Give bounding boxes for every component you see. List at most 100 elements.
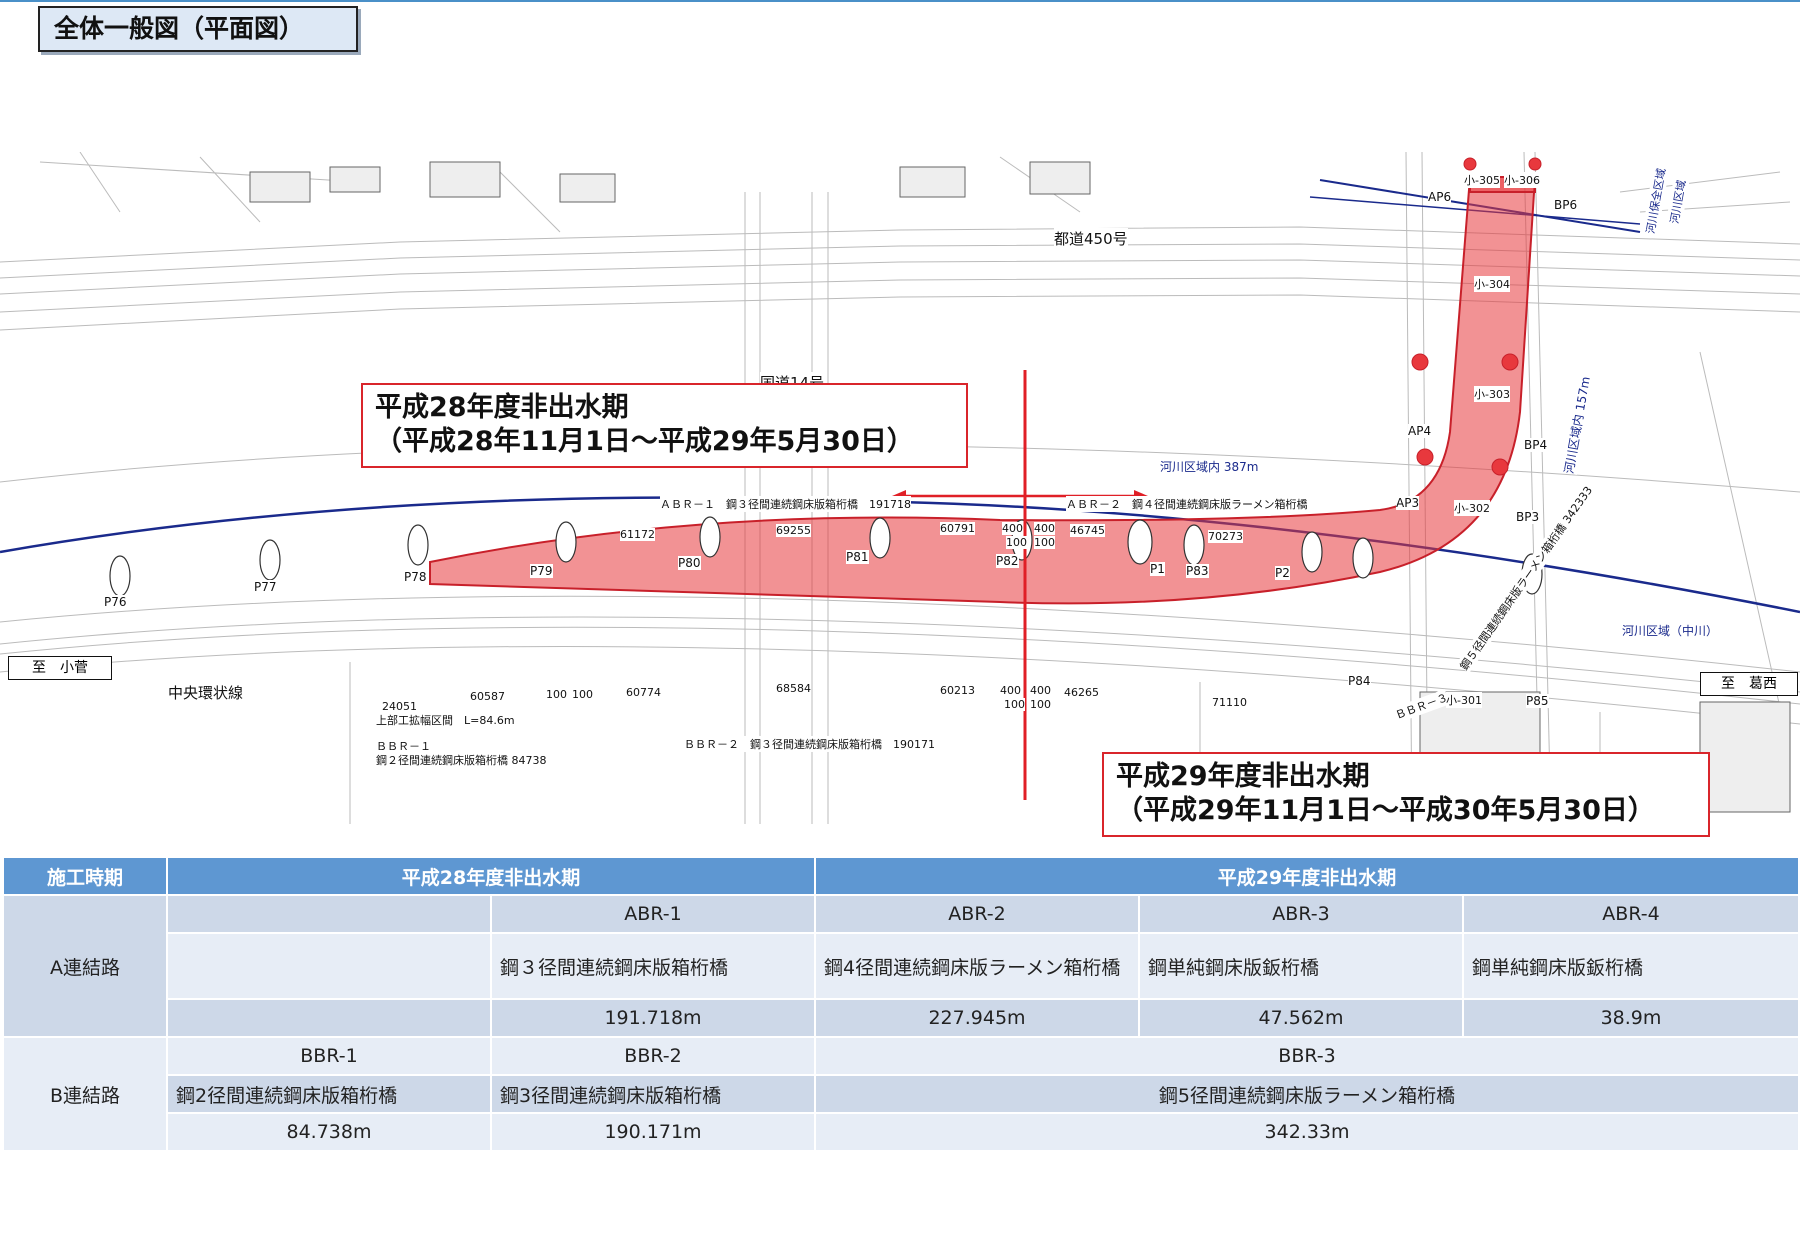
metro-450-label: 都道450号	[1054, 228, 1128, 249]
river-area-387-label: 河川区域内 387m	[1160, 458, 1259, 475]
pier-label: P85	[1526, 694, 1549, 708]
a-route-label: A連結路	[2, 894, 168, 1038]
pier-label: P83	[1186, 564, 1209, 578]
table-cell: 227.945m	[814, 998, 1141, 1038]
widen-label: 上部工拡幅区間 L=84.6m	[376, 712, 515, 728]
central-loop-label: 中央環状線	[168, 682, 244, 703]
dimension-label: 60791	[940, 522, 975, 535]
dimension-label: 100	[1034, 536, 1055, 549]
pier-label: 小-305	[1464, 172, 1500, 188]
abr2-label: ＡＢＲ－２ 鋼４径間連続鋼床版ラーメン箱桁橋	[1066, 496, 1308, 512]
table-cell: ABR-4	[1462, 894, 1800, 934]
dimension-label: 400	[1000, 684, 1021, 697]
pier-label: P84	[1348, 674, 1371, 688]
dimension-label: 61172	[620, 528, 655, 541]
dimension-label: 46745	[1070, 524, 1105, 537]
pier-label: 小-303	[1474, 386, 1510, 402]
bbr2-label: ＢＢＲ－２ 鋼３径間連続鋼床版箱桁橋 190171	[684, 736, 935, 752]
b-route-label: B連結路	[2, 1036, 168, 1152]
table-cell: 38.9m	[1462, 998, 1800, 1038]
dimension-label: 60213	[940, 684, 975, 697]
pier-label: P1	[1150, 562, 1165, 576]
pier-label: P79	[530, 564, 553, 578]
table-row: 鋼３径間連続鋼床版箱桁橋 鋼4径間連続鋼床版ラーメン箱桁橋 鋼単純鋼床版鈑桁橋 …	[3, 932, 1800, 1000]
callout-phase-2016: 平成28年度非出水期 （平成28年11月1日～平成29年5月30日）	[361, 383, 968, 468]
table-header-row: 施工時期 平成28年度非出水期 平成29年度非出水期	[2, 856, 1800, 896]
page-title: 全体一般図（平面図）	[38, 6, 358, 52]
table-cell: 鋼2径間連続鋼床版箱桁橋	[166, 1074, 492, 1114]
pier-label: BP6	[1554, 198, 1578, 212]
table-cell: 鋼4径間連続鋼床版ラーメン箱桁橋	[814, 932, 1141, 1000]
pier-red-marks	[1411, 157, 1542, 476]
pier-label: P80	[678, 556, 701, 570]
table-cell: 鋼３径間連続鋼床版箱桁橋	[489, 932, 817, 1000]
dimension-label: 46265	[1064, 686, 1099, 699]
pier-label: 小-301	[1446, 692, 1482, 708]
dimension-label: 68584	[776, 682, 811, 695]
pier-label: P82	[996, 554, 1019, 568]
plan-drawing-svg	[0, 151, 1800, 825]
top-rule	[0, 0, 1800, 2]
bbr1-desc-label: 鋼２径間連続鋼床版箱桁橋 84738	[376, 752, 547, 768]
dimension-label: 100	[1030, 698, 1051, 711]
table-cell: 84.738m	[166, 1112, 492, 1152]
plan-drawing: 至 小菅 至 葛西 中央環状線 都道450号 国道14号 河川区域（中川） 河川…	[0, 151, 1800, 825]
table-cell: 342.33m	[814, 1112, 1800, 1152]
dimension-label: 100	[572, 688, 593, 701]
dimension-label: 400	[1002, 522, 1023, 535]
dimension-label: 69255	[776, 524, 811, 537]
bbr1-label: ＢＢＲ－１	[376, 738, 431, 754]
pier-label: P76	[104, 595, 127, 609]
table-cell: 190.171m	[489, 1112, 817, 1152]
pier-label: 小-302	[1454, 500, 1490, 516]
dimension-label: 400	[1034, 522, 1055, 535]
table-cell: ABR-3	[1138, 894, 1465, 934]
header-period: 施工時期	[2, 856, 168, 896]
callout-phase-2016-dates: （平成28年11月1日～平成29年5月30日）	[375, 426, 914, 457]
table-cell: BBR-1	[166, 1036, 492, 1076]
pier-label: P77	[254, 580, 277, 594]
callout-phase-2017-title: 平成29年度非出水期	[1116, 761, 1370, 792]
ramp-a-alignment	[429, 176, 1537, 605]
abr1-label: ＡＢＲ－１ 鋼３径間連続鋼床版箱桁橋 191718	[660, 496, 911, 512]
table-row: 191.718m 227.945m 47.562m 38.9m	[3, 998, 1800, 1038]
table-row: B連結路 BBR-1 BBR-2 BBR-3	[2, 1036, 1800, 1152]
table-cell: BBR-2	[489, 1036, 817, 1076]
dimension-label: 71110	[1212, 696, 1247, 709]
pier-label: P78	[404, 570, 427, 584]
pier-label: BP3	[1516, 510, 1540, 524]
river-area-nakagawa-label: 河川区域（中川）	[1622, 622, 1719, 639]
table-cell: 47.562m	[1138, 998, 1465, 1038]
pier-label: 小-306	[1504, 172, 1540, 188]
header-period-2016: 平成28年度非出水期	[165, 856, 817, 896]
construction-summary-table: 施工時期 平成28年度非出水期 平成29年度非出水期 A連結路 ABR-1 AB…	[2, 856, 1800, 1152]
table-cell: ABR-2	[814, 894, 1141, 934]
pier-label: P81	[846, 550, 869, 564]
pier-label: P2	[1275, 566, 1290, 580]
header-period-2017: 平成29年度非出水期	[814, 856, 1800, 896]
pier-label: 小-304	[1474, 276, 1510, 292]
dimension-label: 70273	[1208, 530, 1243, 543]
table-cell: BBR-3	[814, 1036, 1800, 1076]
callout-phase-2017-dates: （平成29年11月1日～平成30年5月30日）	[1116, 795, 1655, 826]
table-cell: 鋼5径間連続鋼床版ラーメン箱桁橋	[814, 1074, 1800, 1114]
dimension-label: 24051	[382, 700, 417, 713]
dimension-label: 100	[1004, 698, 1025, 711]
table-cell	[166, 894, 492, 934]
table-cell	[166, 932, 492, 1000]
dimension-label: 60774	[626, 686, 661, 699]
table-cell: 鋼単純鋼床版鈑桁橋	[1462, 932, 1800, 1000]
table-cell: 191.718m	[489, 998, 817, 1038]
table-cell: ABR-1	[489, 894, 817, 934]
dimension-label: 400	[1030, 684, 1051, 697]
pier-label: AP6	[1428, 190, 1452, 204]
pier-label: AP3	[1396, 496, 1420, 510]
dimension-label: 100	[546, 688, 567, 701]
table-row: A連結路 ABR-1 ABR-2 ABR-3 ABR-4	[2, 894, 1800, 1038]
table-cell: 鋼単純鋼床版鈑桁橋	[1138, 932, 1465, 1000]
pier-label: AP4	[1408, 424, 1432, 438]
callout-phase-2017: 平成29年度非出水期 （平成29年11月1日～平成30年5月30日）	[1102, 752, 1710, 837]
pier-label: BP4	[1524, 438, 1548, 452]
to-kasai-plate: 至 葛西	[1700, 672, 1798, 696]
table-cell	[166, 998, 492, 1038]
